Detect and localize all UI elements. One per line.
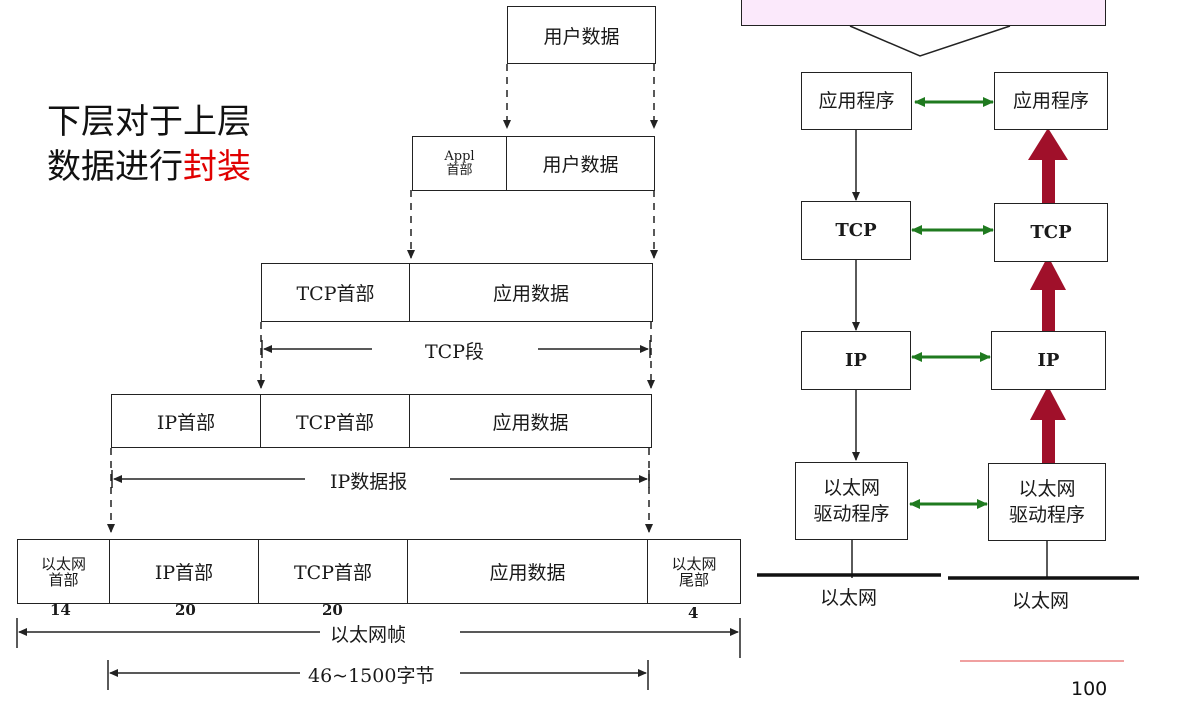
right-ip-box: IP bbox=[991, 331, 1106, 390]
heading-line-2-prefix: 数据进行 bbox=[47, 147, 183, 187]
user-data-cell: 用户数据 bbox=[542, 154, 619, 176]
heading-line-1: 下层对于上层 bbox=[47, 102, 251, 142]
left-tcp-box: TCP bbox=[801, 201, 911, 260]
app-data-cell: 应用数据 bbox=[492, 283, 569, 305]
size-eth-header: 14 bbox=[50, 601, 71, 619]
right-ethernet-label: 以太网 bbox=[1012, 590, 1070, 612]
tcp-header-cell: TCP首部 bbox=[259, 540, 408, 603]
left-app-box: 应用程序 bbox=[801, 72, 912, 130]
user-data-label: 用户数据 bbox=[543, 25, 620, 48]
page-number: 100 bbox=[1071, 678, 1108, 700]
tcp-segment-label: TCP段 bbox=[425, 341, 484, 363]
ip-header-cell: IP首部 bbox=[112, 395, 261, 447]
ethernet-frame-label: 以太网帧 bbox=[330, 624, 407, 646]
right-app-box: 应用程序 bbox=[994, 72, 1108, 130]
slide-heading: 下层对于上层 数据进行封装 bbox=[47, 100, 251, 190]
left-ip-box: IP bbox=[801, 331, 911, 390]
right-tcp-box: TCP bbox=[994, 203, 1108, 262]
eth-header-cell: 以太网 首部 bbox=[18, 540, 110, 603]
tcp-header-cell: TCP首部 bbox=[261, 395, 410, 447]
left-driver-box: 以太网 驱动程序 bbox=[795, 462, 908, 540]
ip-layer-row: IP首部 TCP首部 应用数据 bbox=[111, 394, 652, 448]
ip-datagram-label: IP数据报 bbox=[330, 471, 408, 493]
app-data-cell: 应用数据 bbox=[492, 411, 569, 434]
app-layer-row: Appl 首部 用户数据 bbox=[412, 136, 655, 191]
size-eth-trailer: 4 bbox=[688, 604, 699, 622]
ethernet-layer-row: 以太网 首部 IP首部 TCP首部 应用数据 以太网 尾部 bbox=[17, 539, 741, 604]
tcp-layer-row: TCP首部 应用数据 bbox=[261, 263, 653, 322]
callout-box bbox=[741, 0, 1106, 26]
right-driver-box: 以太网 驱动程序 bbox=[988, 463, 1106, 541]
frame-range-label: 46~1500字节 bbox=[308, 665, 435, 687]
app-data-cell: 应用数据 bbox=[408, 540, 648, 603]
left-ethernet-label: 以太网 bbox=[820, 587, 878, 609]
tcp-header-cell: TCP首部 bbox=[262, 264, 410, 321]
heading-line-2: 数据进行封装 bbox=[47, 145, 251, 190]
size-tcp-header: 20 bbox=[322, 601, 343, 619]
size-ip-header: 20 bbox=[175, 601, 196, 619]
heading-highlight: 封装 bbox=[183, 147, 251, 187]
user-data-box: 用户数据 bbox=[507, 6, 656, 64]
appl-header-cell: Appl 首部 bbox=[413, 137, 507, 190]
ip-header-cell: IP首部 bbox=[110, 540, 259, 603]
eth-trailer-cell: 以太网 尾部 bbox=[671, 554, 717, 589]
